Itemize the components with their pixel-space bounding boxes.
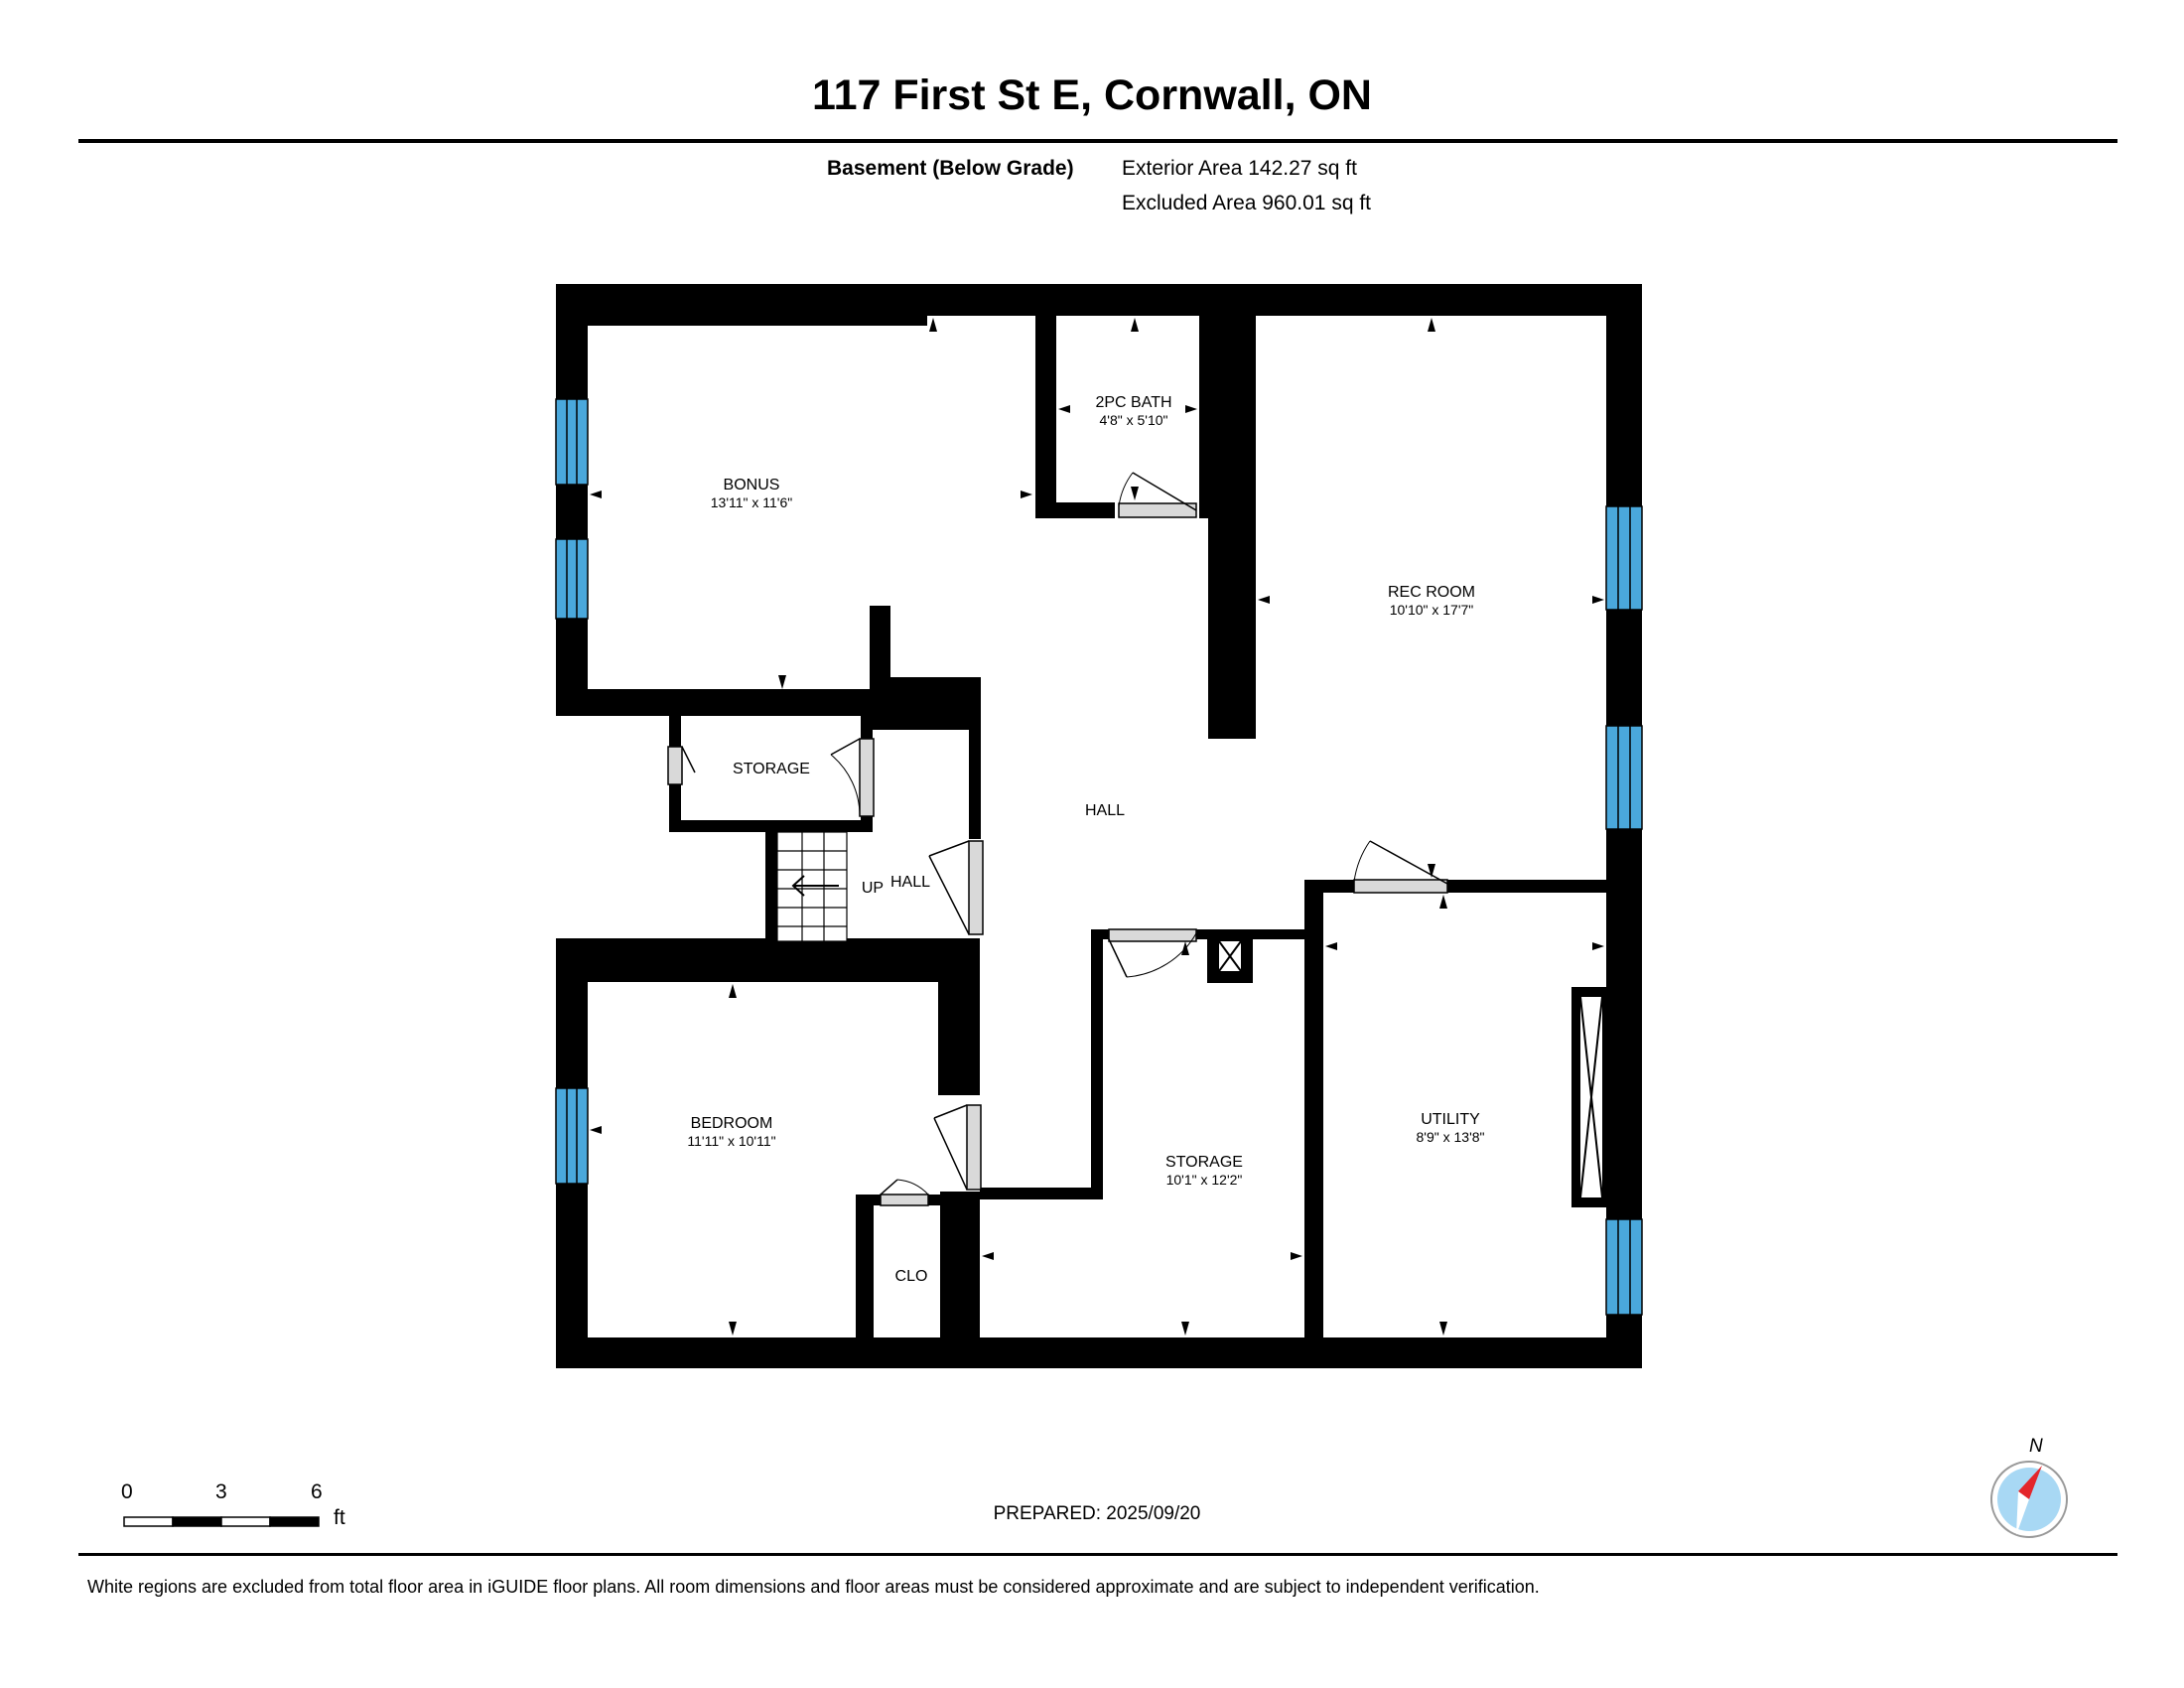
header-divider	[78, 139, 2117, 143]
storage-top-wall-right	[1196, 929, 1317, 939]
scale-tick-3: 3	[215, 1480, 227, 1503]
door-small-hall	[928, 840, 984, 935]
room-storage-label: STORAGE	[1165, 1154, 1243, 1171]
room-hall-main-label: HALL	[1085, 802, 1125, 819]
room-bath-label: 2PC BATH	[1095, 394, 1171, 411]
walls	[556, 284, 1642, 1368]
scale-unit: ft	[334, 1506, 345, 1529]
stairs	[776, 831, 848, 942]
doors	[667, 472, 1448, 1206]
room-storage-dims: 10'1" x 12'2"	[1166, 1172, 1243, 1188]
window-bonus-lower	[555, 538, 589, 620]
door-bath	[1118, 472, 1197, 518]
storage-bottom-wall	[669, 820, 873, 832]
storage-top-wall-left	[1091, 929, 1109, 939]
floor-level-label: Basement (Below Grade)	[827, 157, 1074, 180]
hall-block-wall	[870, 677, 981, 730]
scale-bar	[123, 1516, 320, 1527]
utility-cabinet	[1571, 987, 1608, 1207]
room-hall-small-label: HALL	[890, 874, 930, 891]
door-storage-right	[830, 738, 875, 817]
room-bath-dims: 4'8" x 5'10"	[1100, 412, 1168, 428]
utility-top-wall-left	[1304, 880, 1354, 893]
bonus-top-inner	[588, 316, 927, 326]
compass-icon	[1990, 1461, 2068, 1538]
closet-top-wall-right	[928, 1195, 980, 1205]
room-bedroom-dims: 11'11" x 10'11"	[687, 1133, 775, 1149]
door-bedroom	[933, 1104, 982, 1191]
property-address-title: 117 First St E, Cornwall, ON	[812, 71, 1372, 119]
room-rec-dims: 10'10" x 17'7"	[1390, 602, 1474, 618]
center-column	[1208, 316, 1256, 739]
window-bonus-upper	[555, 398, 589, 486]
hall-lower-wall	[980, 1188, 1103, 1199]
bath-left-wall	[1035, 316, 1056, 518]
window-utility	[1605, 1218, 1643, 1316]
room-labels: BONUS 13'11" x 11'6" 2PC BATH 4'8" x 5'1…	[687, 394, 1484, 1285]
utility-left-wall	[1304, 880, 1323, 1339]
scale-tick-0: 0	[121, 1480, 133, 1503]
bonus-bottom-wall	[556, 689, 870, 716]
room-bedroom-label: BEDROOM	[691, 1115, 773, 1132]
door-storage-left	[667, 746, 696, 785]
room-utility-label: UTILITY	[1421, 1111, 1480, 1128]
door-storage-main	[1108, 928, 1197, 978]
exterior-area-text: Exterior Area 142.27 sq ft	[1122, 157, 1357, 180]
windows	[555, 398, 1643, 1316]
bedroom-right-wall-lower	[940, 1192, 980, 1340]
room-bonus-dims: 13'11" x 11'6"	[711, 494, 793, 510]
utility-top-wall-right	[1447, 880, 1606, 893]
stair-left-wall	[765, 832, 777, 941]
door-utility	[1353, 840, 1448, 894]
room-utility-dims: 8'9" x 13'8"	[1417, 1129, 1485, 1145]
outer-wall-bottom	[556, 1337, 1642, 1368]
room-closet-label: CLO	[895, 1268, 928, 1285]
closet-top-wall	[856, 1195, 881, 1205]
chase-icon	[1207, 931, 1253, 983]
outer-wall-top	[556, 284, 1642, 316]
disclaimer-text: White regions are excluded from total fl…	[87, 1577, 1540, 1597]
small-hall-right-wall	[969, 730, 981, 839]
room-rec-label: REC ROOM	[1388, 584, 1475, 601]
bonus-stub-wall	[870, 606, 890, 689]
door-closet	[880, 1179, 929, 1206]
utility-right-inner	[1606, 893, 1614, 1339]
bath-bottom-wall	[1035, 502, 1115, 518]
prepared-date: PREPARED: 2025/09/20	[993, 1503, 1201, 1524]
window-bedroom	[555, 1087, 589, 1185]
bedroom-top-wall	[556, 938, 973, 982]
scale-tick-6: 6	[311, 1480, 323, 1503]
window-rec-upper	[1605, 505, 1643, 611]
dimension-arrows	[590, 318, 1604, 1336]
outer-wall-left-upper	[556, 284, 588, 716]
stairs-up-label: UP	[862, 880, 884, 897]
bedroom-right-wall	[938, 938, 980, 1095]
storage-left-partition	[1091, 929, 1103, 1199]
window-rec-lower	[1605, 725, 1643, 830]
room-bonus-label: BONUS	[724, 477, 780, 493]
room-storage-small-label: STORAGE	[733, 761, 810, 777]
excluded-area-text: Excluded Area 960.01 sq ft	[1122, 192, 1372, 214]
compass-north-label: N	[2029, 1436, 2043, 1457]
footer-divider	[78, 1553, 2117, 1556]
closet-left-wall	[856, 1195, 874, 1340]
